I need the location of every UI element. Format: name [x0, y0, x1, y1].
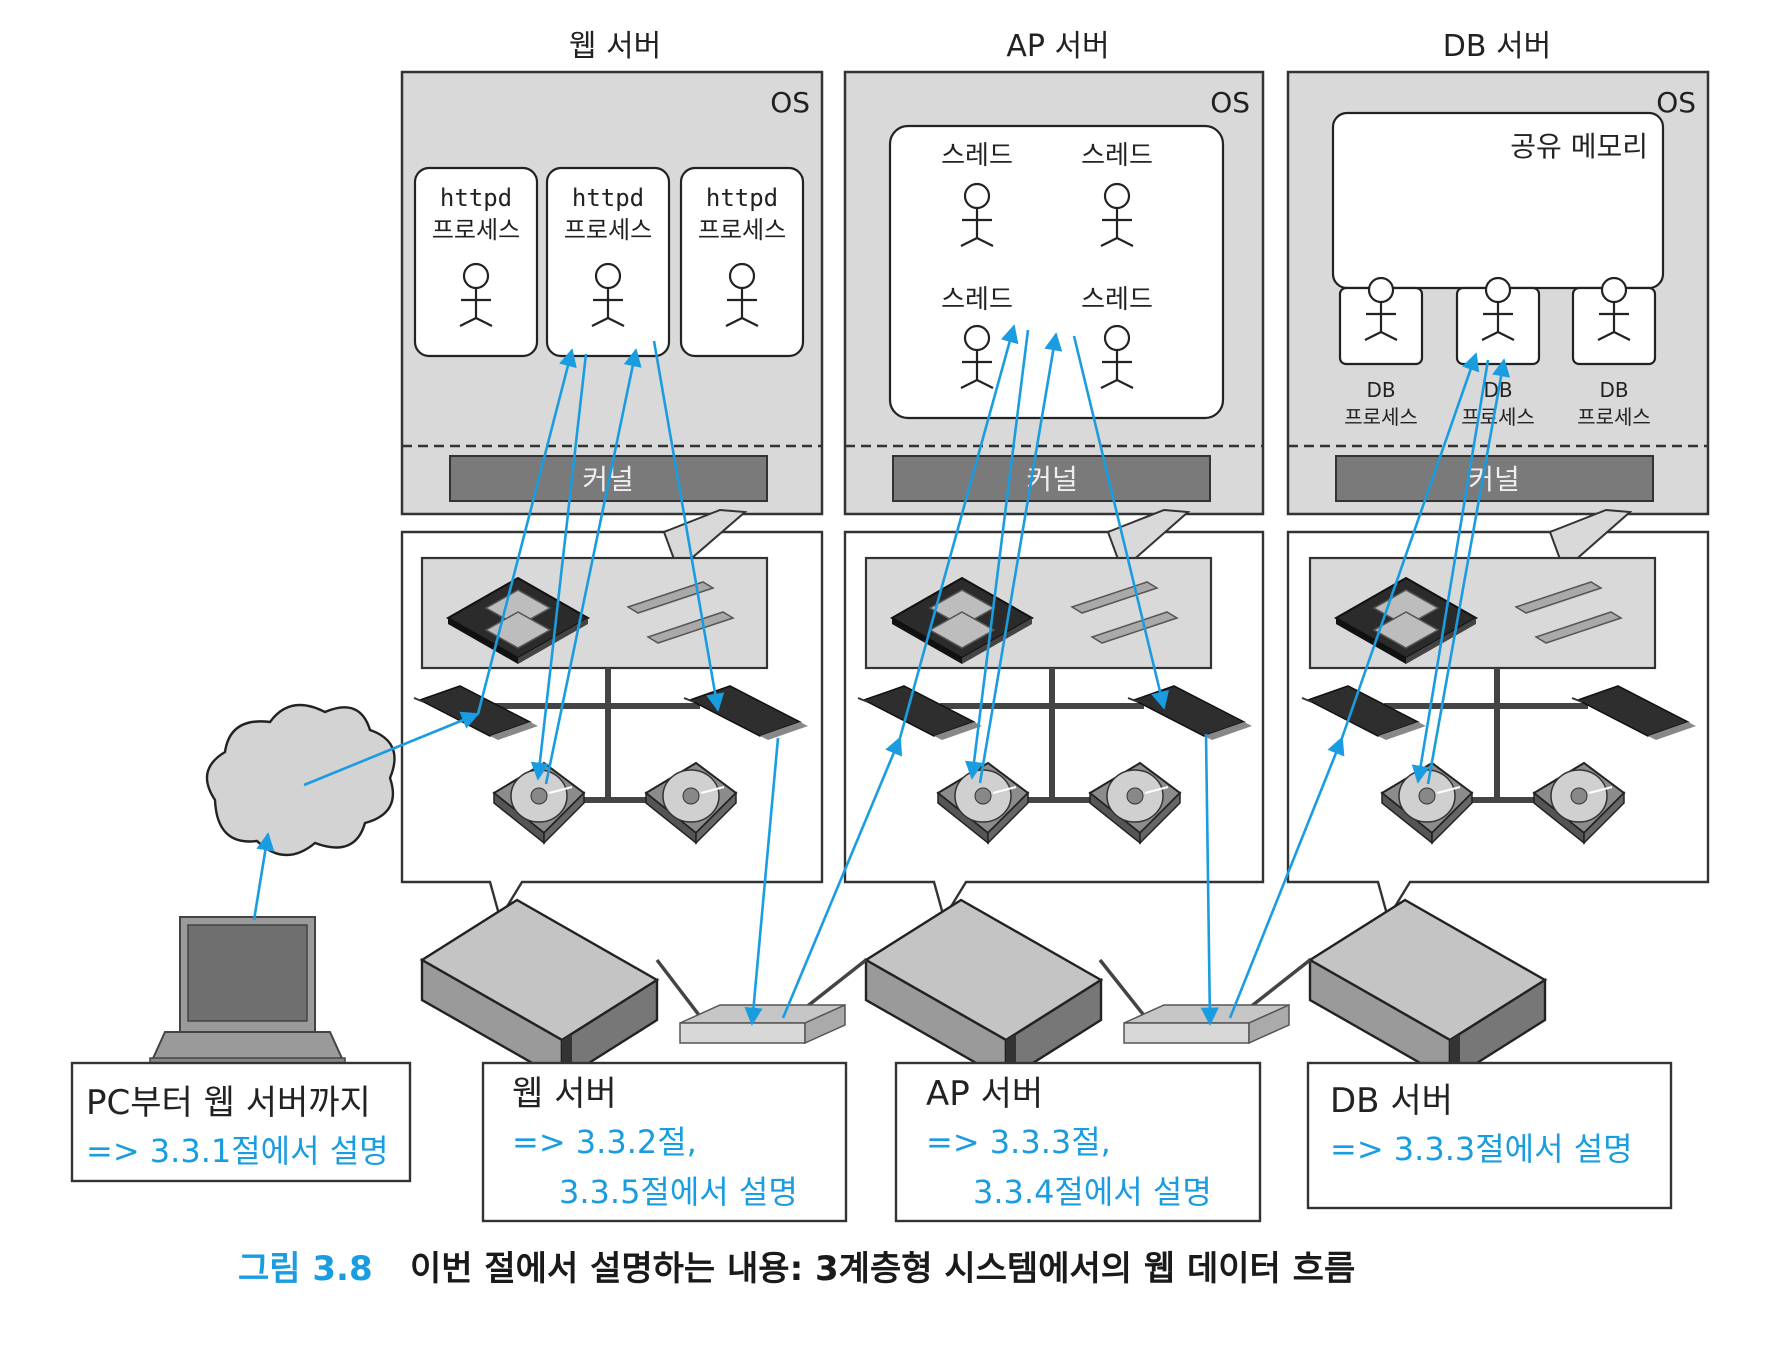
flow-switch2-to-db-nic: [1228, 736, 1345, 1019]
svg-text:스레드: 스레드: [941, 141, 1013, 171]
switch-2-icon: [1123, 1004, 1290, 1044]
flow-ap-disk-to-thread: [978, 332, 1063, 784]
svg-text:3.3.4절에서 설명: 3.3.4절에서 설명: [973, 1173, 1212, 1211]
cloud-icon: [205, 703, 396, 857]
svg-text:httpd: httpd: [572, 184, 644, 212]
ap-thread-2: 스레드: [1081, 141, 1153, 248]
web-os-label: OS: [770, 86, 810, 119]
ap-server-title: AP 서버: [1006, 29, 1109, 64]
svg-text:프로세스: 프로세스: [1461, 405, 1535, 429]
db-kernel-label: 커널: [1468, 463, 1520, 496]
flow-httpd-to-disk: [530, 353, 588, 781]
web-server-title: 웹 서버: [569, 29, 661, 64]
flow-cloud-to-web-nic: [303, 711, 480, 787]
flow-laptop-to-cloud: [252, 832, 275, 921]
flow-ap-nic-to-thread: [898, 324, 1019, 739]
svg-text:httpd: httpd: [440, 184, 512, 212]
ap-rack-server-icon: [864, 898, 1103, 1082]
svg-text:3.3.5절에서 설명: 3.3.5절에서 설명: [559, 1173, 798, 1211]
flow-disk-to-httpd: [544, 348, 642, 785]
web-process-1: httpd 프로세스: [413, 166, 539, 358]
flow-db-disk-to-process: [1426, 358, 1511, 785]
web-rack-server-icon: [420, 898, 659, 1082]
svg-text:스레드: 스레드: [1081, 285, 1153, 315]
laptop-icon: [148, 916, 347, 1069]
svg-text:프로세스: 프로세스: [564, 216, 652, 244]
ap-os-label: OS: [1210, 86, 1250, 119]
svg-text:웹 서버: 웹 서버: [512, 1074, 617, 1114]
db-server-title: DB 서버: [1443, 29, 1551, 64]
figure-caption-text: 이번 절에서 설명하는 내용: 3계층형 시스템에서의 웹 데이터 흐름: [410, 1249, 1355, 1289]
ap-thread-1: 스레드: [941, 141, 1013, 248]
note-db-server: DB 서버 => 3.3.3절에서 설명: [1306, 1061, 1673, 1210]
flow-process-to-db-disk: [1411, 359, 1490, 784]
flow-thread-to-ap-nic2: [1072, 335, 1169, 710]
svg-text:AP 서버: AP 서버: [926, 1074, 1043, 1114]
db-os-label: OS: [1656, 86, 1696, 119]
svg-text:프로세스: 프로세스: [1577, 405, 1651, 429]
note-pc-to-web: PC부터 웹 서버까지 => 3.3.1절에서 설명: [70, 1061, 412, 1183]
data-flow-arrows: [252, 324, 1511, 1026]
svg-text:프로세스: 프로세스: [432, 216, 520, 244]
svg-text:DB: DB: [1366, 378, 1395, 402]
db-rack-server-icon: [1308, 898, 1547, 1082]
flow-nic-to-httpd: [476, 348, 577, 715]
web-process-3: httpd 프로세스: [679, 166, 805, 358]
note-web-server: 웹 서버 => 3.3.2절, 3.3.5절에서 설명: [481, 1061, 848, 1223]
svg-text:프로세스: 프로세스: [698, 216, 786, 244]
figure-caption: 그림 3.8 이번 절에서 설명하는 내용: 3계층형 시스템에서의 웹 데이터…: [238, 1249, 1355, 1289]
db-server-group: DB 서버 OS 공유 메모리 DB 프로세스 DB 프로세스 DB 프로세스 …: [1286, 29, 1710, 921]
db-process-3: DB 프로세스: [1571, 276, 1657, 429]
ap-kernel-bar: [892, 455, 1211, 502]
flow-ap-nic2-to-switch2: [1200, 733, 1219, 1026]
flow-httpd-to-web-nic2: [652, 340, 725, 712]
svg-text:DB 서버: DB 서버: [1330, 1081, 1453, 1121]
flow-switch1-to-ap-nic: [781, 736, 903, 1019]
svg-text:DB: DB: [1599, 378, 1628, 402]
svg-text:httpd: httpd: [706, 184, 778, 212]
db-kernel-bar: [1335, 455, 1654, 502]
svg-text:=> 3.3.2절,: => 3.3.2절,: [512, 1123, 697, 1161]
svg-text:프로세스: 프로세스: [1344, 405, 1418, 429]
svg-text:스레드: 스레드: [941, 285, 1013, 315]
flow-thread-to-ap-disk: [965, 329, 1030, 780]
web-server-group: 웹 서버 OS httpd 프로세스 httpd 프로세스 httpd 프로세스…: [400, 29, 824, 921]
note-ap-server: AP 서버 => 3.3.3절, 3.3.4절에서 설명: [894, 1061, 1262, 1223]
switch-1-icon: [679, 1004, 846, 1044]
svg-text:=> 3.3.3절에서 설명: => 3.3.3절에서 설명: [1330, 1130, 1633, 1168]
svg-text:=> 3.3.1절에서 설명: => 3.3.1절에서 설명: [86, 1132, 389, 1170]
svg-text:=> 3.3.3절,: => 3.3.3절,: [926, 1123, 1111, 1161]
client-group: [148, 703, 396, 1069]
ap-server-group: AP 서버 OS 스레드 스레드 스레드 스레드 커널: [843, 29, 1265, 921]
flow-db-nic-to-process: [1340, 352, 1480, 739]
db-process-1: DB 프로세스: [1338, 276, 1424, 429]
svg-text:PC부터 웹 서버까지: PC부터 웹 서버까지: [86, 1083, 371, 1123]
ap-thread-4: 스레드: [1081, 285, 1153, 390]
db-shared-memory-label: 공유 메모리: [1510, 130, 1648, 163]
web-process-2: httpd 프로세스: [545, 166, 671, 358]
svg-text:스레드: 스레드: [1081, 141, 1153, 171]
figure-number: 그림 3.8: [238, 1249, 373, 1289]
flow-web-nic2-to-switch1: [744, 737, 780, 1026]
ap-kernel-label: 커널: [1026, 463, 1078, 496]
ap-thread-3: 스레드: [941, 285, 1013, 390]
ap-process-box: [888, 124, 1225, 420]
db-process-2: DB 프로세스: [1455, 276, 1541, 429]
